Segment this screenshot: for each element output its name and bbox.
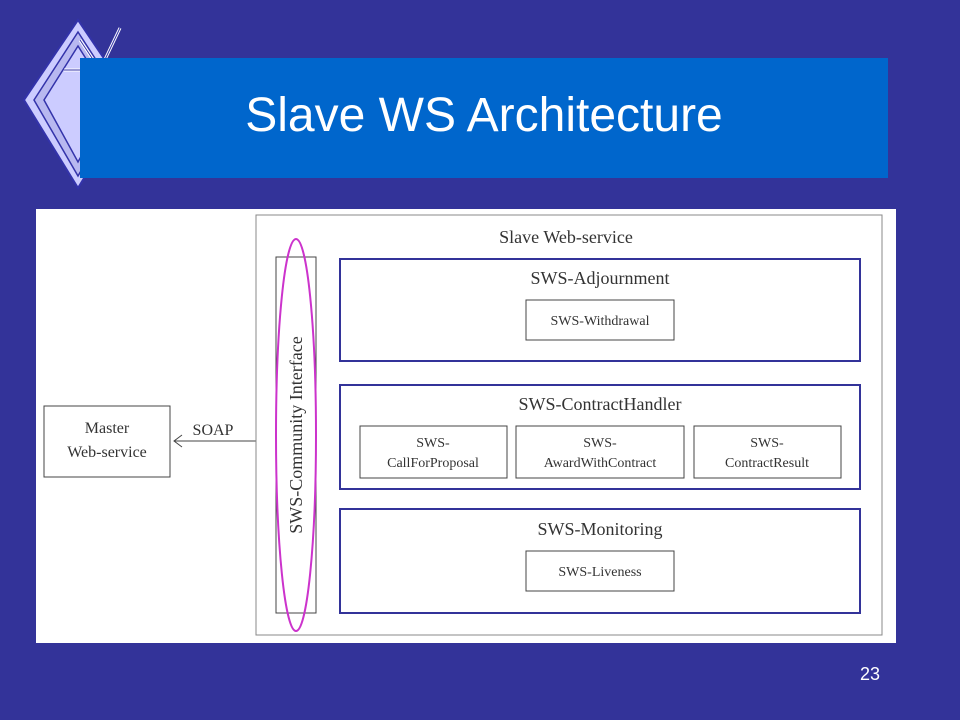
module-adjournment: SWS-Adjournment SWS-Withdrawal <box>339 258 861 362</box>
component-liveness: SWS-Liveness <box>525 550 675 592</box>
component-award-with-contract-line2: AwardWithContract <box>544 456 657 471</box>
component-contract-result-line1: SWS- <box>750 436 784 451</box>
component-call-for-proposal-line2: CallForProposal <box>387 456 479 471</box>
community-interface-label: SWS-Community Interface <box>286 336 306 533</box>
architecture-diagram: Master Web-service SOAP Slave Web-servic… <box>36 209 896 643</box>
module-contract-handler-title: SWS-ContractHandler <box>519 394 682 414</box>
module-monitoring: SWS-Monitoring SWS-Liveness <box>339 508 861 614</box>
component-contract-result: SWS- ContractResult <box>693 425 842 479</box>
module-adjournment-title: SWS-Adjournment <box>531 268 670 288</box>
component-call-for-proposal-line1: SWS- <box>416 436 450 451</box>
highlight-ellipse <box>275 238 317 632</box>
component-award-with-contract: SWS- AwardWithContract <box>515 425 685 479</box>
master-web-service-box: Master Web-service <box>43 405 171 478</box>
title-bar: Slave WS Architecture <box>80 58 888 178</box>
component-withdrawal: SWS-Withdrawal <box>525 299 675 341</box>
master-label-line1: Master <box>85 420 130 437</box>
container-title: Slave Web-service <box>499 227 633 247</box>
soap-label: SOAP <box>193 422 234 439</box>
component-liveness-label: SWS-Liveness <box>558 565 641 580</box>
master-label-line2: Web-service <box>67 444 147 461</box>
community-interface-bar: SWS-Community Interface <box>275 256 317 614</box>
module-monitoring-title: SWS-Monitoring <box>537 519 662 539</box>
component-award-with-contract-line1: SWS- <box>583 436 617 451</box>
component-withdrawal-label: SWS-Withdrawal <box>551 314 650 329</box>
slide-title: Slave WS Architecture <box>245 89 723 142</box>
module-contract-handler: SWS-ContractHandler SWS- CallForProposal… <box>339 384 861 490</box>
page-number: 23 <box>859 664 880 684</box>
component-contract-result-line2: ContractResult <box>725 456 809 471</box>
component-call-for-proposal: SWS- CallForProposal <box>359 425 508 479</box>
